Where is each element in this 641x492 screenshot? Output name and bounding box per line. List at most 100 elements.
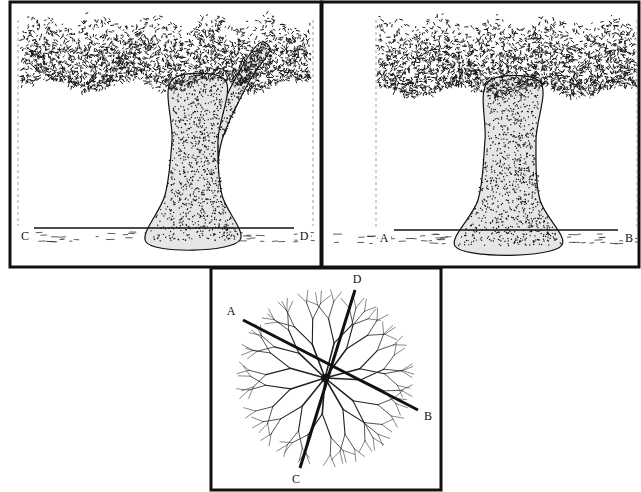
trunk-stipple xyxy=(164,203,165,204)
trunk-stipple xyxy=(204,137,205,138)
trunk-stipple xyxy=(230,116,231,117)
trunk-stipple xyxy=(169,164,170,165)
canopy-mark xyxy=(126,74,127,76)
trunk-stipple xyxy=(212,118,213,119)
trunk-stipple xyxy=(187,108,188,109)
trunk-stipple xyxy=(191,117,192,118)
trunk-stipple xyxy=(187,120,188,121)
trunk-stipple xyxy=(174,202,175,203)
trunk-stipple xyxy=(186,203,187,204)
canopy-mark xyxy=(298,36,299,39)
canopy-mark xyxy=(30,68,32,69)
trunk-stipple xyxy=(220,84,221,85)
trunk-stipple xyxy=(200,131,201,132)
trunk-stipple xyxy=(214,172,215,173)
trunk-stipple xyxy=(186,93,187,94)
trunk-stipple xyxy=(178,93,179,94)
trunk-stipple xyxy=(200,215,201,216)
trunk-stipple xyxy=(205,92,206,93)
trunk-stipple xyxy=(198,221,199,222)
trunk-stipple xyxy=(183,136,184,137)
trunk-stipple xyxy=(211,128,212,129)
trunk-stipple xyxy=(207,215,208,216)
canopy-mark xyxy=(187,58,189,61)
trunk-stipple xyxy=(204,225,205,226)
trunk-stipple xyxy=(198,224,199,225)
canopy-mark xyxy=(180,37,182,38)
trunk-stipple xyxy=(188,104,189,105)
trunk-stipple xyxy=(172,184,173,185)
trunk-stipple xyxy=(219,94,220,95)
trunk-stipple xyxy=(212,132,213,133)
trunk-stipple xyxy=(200,114,201,115)
trunk-stipple xyxy=(188,137,189,138)
trunk-stipple xyxy=(255,53,256,54)
trunk-stipple xyxy=(172,121,173,122)
trunk-stipple xyxy=(203,138,204,139)
trunk-stipple xyxy=(196,81,197,82)
trunk-stipple xyxy=(217,106,218,107)
trunk-stipple xyxy=(181,182,182,183)
trunk-stipple xyxy=(222,206,223,207)
trunk-stipple xyxy=(216,90,217,91)
canopy-mark xyxy=(171,22,172,24)
trunk-stipple xyxy=(185,117,186,118)
trunk-stipple xyxy=(189,162,190,163)
canopy-mark xyxy=(248,91,249,95)
trunk-stipple xyxy=(220,188,221,189)
trunk-stipple xyxy=(218,184,219,185)
trunk-stipple xyxy=(182,142,183,143)
canopy-mark xyxy=(300,45,301,49)
trunk-stipple xyxy=(204,123,205,124)
trunk-stipple xyxy=(203,140,204,141)
trunk-stipple xyxy=(222,128,223,129)
trunk-stipple xyxy=(200,104,201,105)
trunk-stipple xyxy=(235,106,236,107)
trunk-stipple xyxy=(170,231,171,232)
trunk-stipple xyxy=(240,91,241,92)
trunk-stipple xyxy=(208,187,209,188)
trunk-stipple xyxy=(221,80,222,81)
trunk-stipple xyxy=(202,108,203,109)
trunk-stipple xyxy=(193,193,194,194)
trunk-stipple xyxy=(180,184,181,185)
trunk-stipple xyxy=(247,76,248,77)
trunk-stipple xyxy=(218,223,219,224)
trunk-stipple xyxy=(219,213,220,214)
trunk-stipple xyxy=(183,232,184,233)
trunk-stipple xyxy=(204,194,205,195)
trunk-stipple xyxy=(234,109,235,110)
trunk-stipple xyxy=(201,209,202,210)
canopy-mark xyxy=(38,68,39,71)
trunk-stipple xyxy=(198,191,199,192)
trunk-stipple xyxy=(183,140,184,141)
trunk-stipple xyxy=(186,188,187,189)
canopy-mark xyxy=(179,33,181,36)
trunk-stipple xyxy=(185,229,186,230)
trunk-stipple xyxy=(192,167,193,168)
trunk-stipple xyxy=(238,99,239,100)
trunk-stipple xyxy=(173,224,174,225)
trunk-stipple xyxy=(191,238,192,239)
trunk-stipple xyxy=(216,118,217,119)
trunk-stipple xyxy=(210,90,211,91)
trunk-stipple xyxy=(198,197,199,198)
trunk-stipple xyxy=(176,152,177,153)
trunk-stipple xyxy=(225,221,226,222)
trunk-stipple xyxy=(175,123,176,124)
trunk-stipple xyxy=(200,202,201,203)
trunk-stipple xyxy=(177,196,178,197)
trunk-stipple xyxy=(225,224,226,225)
trunk-stipple xyxy=(181,206,182,207)
trunk-stipple xyxy=(210,171,211,172)
trunk-stipple xyxy=(222,212,223,213)
canopy-mark xyxy=(68,53,70,55)
trunk-stipple xyxy=(202,154,203,155)
trunk-stipple xyxy=(214,190,215,191)
canopy-mark xyxy=(151,85,152,86)
canopy-mark xyxy=(45,75,46,76)
trunk-stipple xyxy=(212,206,213,207)
trunk-stipple xyxy=(235,231,236,232)
trunk-stipple xyxy=(187,97,188,98)
trunk-stipple xyxy=(199,117,200,118)
